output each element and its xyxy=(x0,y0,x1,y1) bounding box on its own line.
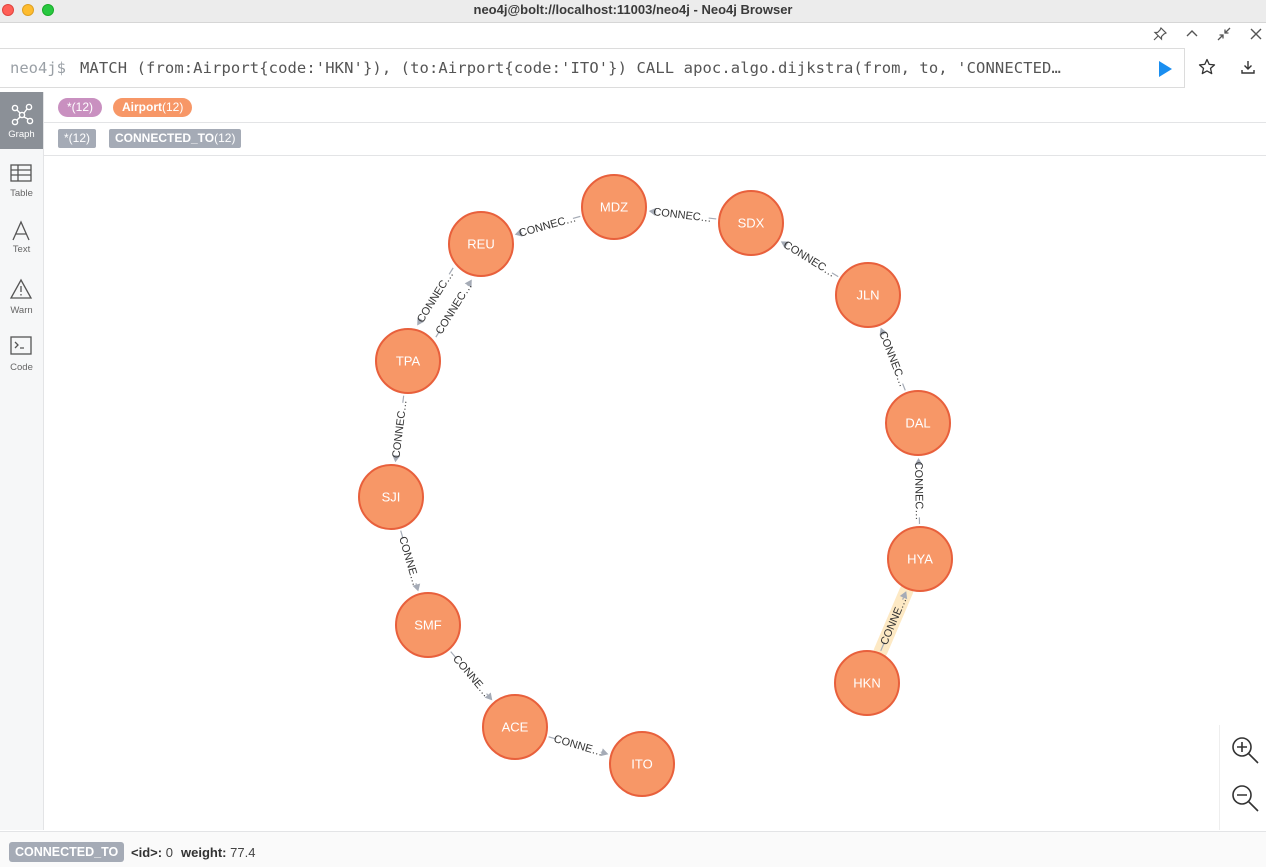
node-ito[interactable]: ITO xyxy=(610,732,674,796)
rel-type-all-count: (12) xyxy=(69,131,90,145)
favorite-star-icon[interactable] xyxy=(1198,58,1216,76)
relationship-label: CONNE… xyxy=(552,733,604,759)
node-sdx[interactable]: SDX xyxy=(719,191,783,255)
node-ace[interactable]: ACE xyxy=(483,695,547,759)
graph-canvas[interactable]: CONNE… CONNEC… CONNEC… CONNEC… CONNEC… CONNEC… xyxy=(44,156,1266,830)
node-caption: ACE xyxy=(502,720,529,735)
relationship-hya-dal[interactable]: CONNEC… xyxy=(912,458,925,524)
id-value: 0 xyxy=(166,845,173,860)
minimize-frame-icon[interactable] xyxy=(1216,27,1232,43)
zoom-in-icon[interactable] xyxy=(1230,735,1260,765)
cypher-editor[interactable]: neo4j$ MATCH (from:Airport{code:'HKN'}),… xyxy=(0,48,1185,88)
code-icon xyxy=(10,336,32,356)
id-label: <id>: xyxy=(131,845,162,860)
weight-property: weight: 77.4 xyxy=(181,845,255,860)
sidebar-item-warn[interactable]: Warn xyxy=(0,272,43,328)
relationship-label: CONNEC… xyxy=(781,239,837,280)
node-dal[interactable]: DAL xyxy=(886,391,950,455)
node-caption: REU xyxy=(467,237,494,252)
node-label-all-count: (12) xyxy=(72,100,93,114)
sidebar-item-graph[interactable]: Graph xyxy=(0,92,43,149)
node-caption: HKN xyxy=(853,676,880,691)
sidebar-item-code[interactable]: Code xyxy=(0,330,43,386)
weight-label: weight: xyxy=(181,845,227,860)
relationship-dal-jln[interactable]: CONNEC… xyxy=(876,328,909,391)
node-label-airport-count: (12) xyxy=(162,100,183,114)
node-caption: TPA xyxy=(396,354,421,369)
rel-type-connected-to-name: CONNECTED_TO xyxy=(115,131,214,145)
window-title: neo4j@bolt://localhost:11003/neo4j - Neo… xyxy=(0,2,1266,17)
editor-prompt: neo4j$ xyxy=(10,59,66,77)
node-caption: ITO xyxy=(631,757,652,772)
collapse-icon[interactable] xyxy=(1184,27,1200,43)
node-caption: SJI xyxy=(382,490,401,505)
relationship-label: CONNEC… xyxy=(653,206,713,225)
sidebar-item-table[interactable]: Table xyxy=(0,154,43,210)
node-reu[interactable]: REU xyxy=(449,212,513,276)
sidebar-label-table: Table xyxy=(0,188,43,199)
node-label-legend: *(12) Airport(12) xyxy=(44,92,1266,123)
zoom-controls xyxy=(1219,725,1266,830)
text-icon xyxy=(10,220,32,242)
window-title-bar: neo4j@bolt://localhost:11003/neo4j - Neo… xyxy=(0,0,1266,23)
pin-icon[interactable] xyxy=(1152,27,1168,43)
node-hya[interactable]: HYA xyxy=(888,527,952,591)
download-icon[interactable] xyxy=(1240,59,1256,75)
node-hkn[interactable]: HKN xyxy=(835,651,899,715)
id-property: <id>: 0 xyxy=(131,845,173,860)
node-caption: SMF xyxy=(414,618,442,633)
weight-value: 77.4 xyxy=(230,845,255,860)
sidebar-label-text: Text xyxy=(0,244,43,255)
run-query-button[interactable] xyxy=(1157,60,1173,78)
rel-type-connected-to-count: (12) xyxy=(214,131,235,145)
details-footer: CONNECTED_TO <id>: 0 weight: 77.4 xyxy=(0,831,1266,867)
node-smf[interactable]: SMF xyxy=(396,593,460,657)
node-jln[interactable]: JLN xyxy=(836,263,900,327)
relationship-label: CONNEC… xyxy=(912,462,925,521)
warn-icon xyxy=(9,278,33,300)
relationship-sji-smf[interactable]: CONNE… xyxy=(396,531,422,592)
rel-type-legend: *(12) CONNECTED_TO(12) xyxy=(44,123,1266,156)
rel-type-all[interactable]: *(12) xyxy=(58,129,96,148)
graph-icon xyxy=(10,102,34,126)
sidebar-label-graph: Graph xyxy=(0,129,43,140)
node-label-airport[interactable]: Airport(12) xyxy=(113,98,192,117)
node-label-all[interactable]: *(12) xyxy=(58,98,102,117)
node-caption: DAL xyxy=(905,416,930,431)
relationship-label: CONNEC… xyxy=(518,212,578,239)
result-view-sidebar: Graph Table Text Warn Code xyxy=(0,92,44,830)
rel-type-connected-to[interactable]: CONNECTED_TO(12) xyxy=(109,129,241,148)
sidebar-label-warn: Warn xyxy=(0,305,43,316)
relationship-label: CONNEC… xyxy=(876,330,909,389)
sidebar-label-code: Code xyxy=(0,362,43,373)
node-caption: SDX xyxy=(738,216,765,231)
close-frame-icon[interactable] xyxy=(1248,27,1264,43)
node-caption: HYA xyxy=(907,552,933,567)
table-icon xyxy=(10,164,32,182)
selected-rel-type[interactable]: CONNECTED_TO xyxy=(9,842,124,862)
node-label-airport-name: Airport xyxy=(122,100,162,114)
node-mdz[interactable]: MDZ xyxy=(582,175,646,239)
zoom-out-icon[interactable] xyxy=(1230,783,1260,813)
relationship-label: CONNE… xyxy=(450,653,492,699)
relationship-tpa-sji[interactable]: CONNEC… xyxy=(390,396,409,463)
query-text[interactable]: MATCH (from:Airport{code:'HKN'}), (to:Ai… xyxy=(80,59,1145,77)
node-tpa[interactable]: TPA xyxy=(376,329,440,393)
relationship-hkn-hya[interactable]: CONNE… xyxy=(878,591,909,651)
node-caption: MDZ xyxy=(600,200,628,215)
relationship-label: CONNE… xyxy=(396,535,422,587)
sidebar-item-text[interactable]: Text xyxy=(0,212,43,268)
relationship-ace-ito[interactable]: CONNE… xyxy=(549,733,609,759)
node-sji[interactable]: SJI xyxy=(359,465,423,529)
relationship-jln-sdx[interactable]: CONNEC… xyxy=(781,239,838,280)
relationship-mdz-reu[interactable]: CONNEC… xyxy=(515,212,581,239)
relationship-sdx-mdz[interactable]: CONNEC… xyxy=(649,206,716,225)
relationship-smf-ace[interactable]: CONNE… xyxy=(450,652,492,701)
relationship-label: CONNEC… xyxy=(390,399,409,459)
node-caption: JLN xyxy=(856,288,879,303)
